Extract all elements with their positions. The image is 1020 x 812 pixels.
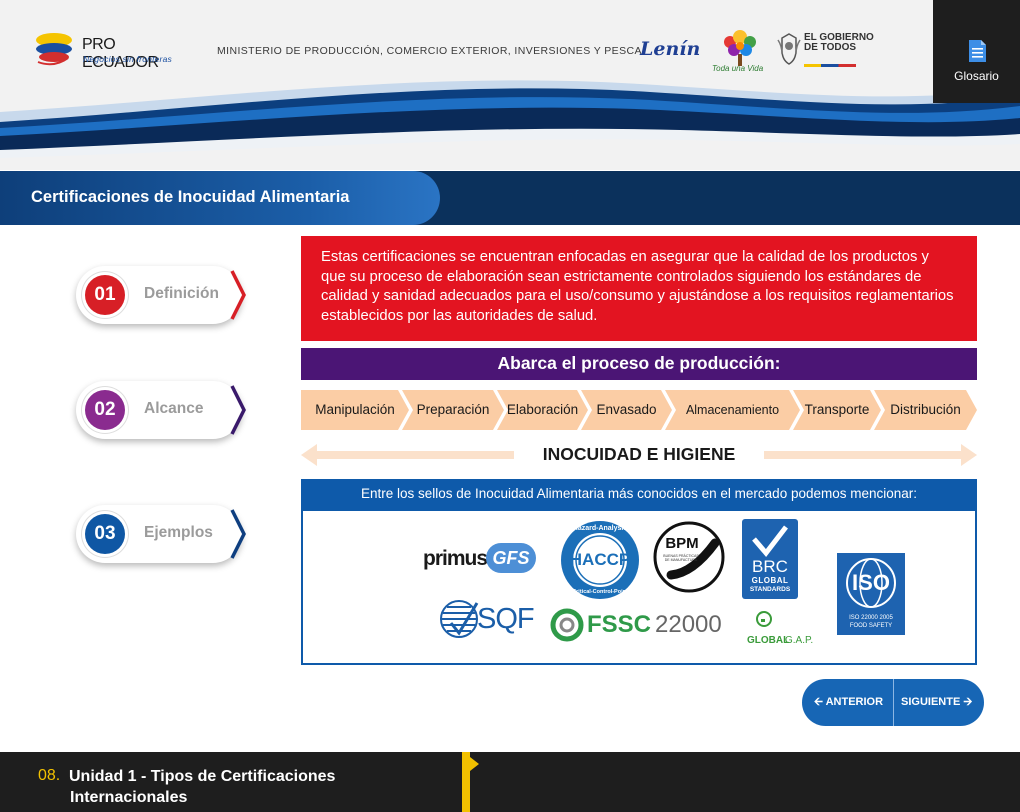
brc-text: BRC [752,557,788,576]
nav-number: 03 [85,514,125,554]
globalgap-text: GLOBAL [747,635,790,646]
proecuador-logo: PRO ECUADOR Negocios sin fronteras [34,26,194,72]
nav-number-circle: 01 [81,271,129,319]
proecuador-globe-icon [36,33,72,66]
nav-label: Alcance [144,400,204,417]
process-step: Preparación [402,390,504,430]
nav-number: 02 [85,390,125,430]
nav-label: Definición [144,285,219,302]
nav-number: 01 [85,275,125,315]
chevron-right-icon [230,270,246,320]
next-label: SIGUIENTE [901,696,961,708]
definition-box: Estas certificaciones se encuentran enfo… [301,236,977,341]
iso-subtext: ISO 22000 2005 [849,615,893,621]
haccp-ring-top: Hazard-Analysis [572,525,628,532]
pagination-controls: 🡨 ANTERIOR SIGUIENTE 🡪 [802,679,984,726]
chevron-right-icon [230,385,246,435]
gobierno-text: EL GOBIERNO DE TODOS [804,32,874,53]
brc-seal: BRC GLOBAL STANDARDS [742,519,798,599]
gobierno-logo: EL GOBIERNO DE TODOS [776,32,874,72]
globalgap-logo: GLOBAL G.A.P. [747,611,825,651]
next-button[interactable]: SIGUIENTE 🡪 [894,679,984,726]
progress-flag-icon [470,757,479,771]
toda-una-vida-tree-icon [724,30,756,66]
nav-item-definicion[interactable]: 01 Definición [76,266,248,324]
bpm-seal: BPM BUENAS PRÁCTICAS DE MANUFACTURA [653,521,725,593]
seals-panel: primus GFS Hazard-Analysis HACCP Critica… [301,509,977,665]
haccp-ring-icon [561,521,639,599]
footer-bar: 08. Unidad 1 - Tipos de Certificaciones … [0,752,1020,812]
process-step: Elaboración [497,390,588,430]
process-step: Manipulación [301,390,409,430]
gfs-badge: GFS [486,543,536,573]
globalgap-gap: G.A.P. [785,635,814,646]
brc-standards: STANDARDS [749,586,791,593]
previous-label: ANTERIOR [825,696,884,708]
iso-seal: ISO ISO 22000 2005 FOOD SAFETY [837,553,905,635]
page-title: Certificaciones de Inocuidad Alimentaria [31,188,350,206]
glossary-button[interactable]: Glosario [933,0,1020,103]
bpm-text: BPM [665,535,699,552]
section-title-pill: Certificaciones de Inocuidad Alimentaria [0,171,440,225]
brc-tick-icon [742,519,798,599]
haccp-ring-bottom: Critical-Control-Point [572,589,628,595]
primus-gfs-logo: primus GFS [423,535,543,579]
arrow-left-icon: 🡨 [814,696,826,708]
process-step: Transporte [793,390,881,430]
brc-global: GLOBAL [751,576,789,585]
pagination-divider [893,679,894,726]
chevron-right-icon [230,509,246,559]
nav-item-ejemplos[interactable]: 03 Ejemplos [76,505,248,563]
fssc-ring-icon [550,608,584,642]
iso-globe-icon [837,553,905,635]
unit-number: 08. [38,767,61,784]
process-step: Almacenamiento [665,390,800,430]
process-chain: Manipulación Preparación Elaboración Env… [301,390,977,430]
proecuador-tagline: Negocios sin fronteras [83,54,172,64]
sqf-globe-icon [440,600,479,638]
glossary-label: Glosario [954,69,999,83]
proecuador-name: PRO ECUADOR [82,36,159,71]
unit-title-line2: Internacionales [70,789,188,806]
progress-marker [462,752,470,812]
lenin-signature: Lenín [640,38,701,60]
seals-intro: Entre los sellos de Inocuidad Alimentari… [301,479,977,509]
document-icon [969,40,986,62]
arrow-right-icon: 🡪 [960,696,973,708]
ecuador-shield-icon [777,33,801,65]
section-title-bar: Certificaciones de Inocuidad Alimentaria [0,171,1020,225]
header-banner: PRO ECUADOR Negocios sin fronteras MINIS… [0,0,1020,170]
fssc-text: FSSC [587,611,652,638]
unit-title-line1: Unidad 1 - Tipos de Certificaciones [69,768,336,785]
process-title: Abarca el proceso de producción: [301,348,977,380]
iso-food-safety: FOOD SAFETY [849,623,893,629]
process-step: Envasado [581,390,672,430]
nav-label: Ejemplos [144,524,213,541]
unit-title: Unidad 1 - Tipos de Certificaciones Inte… [69,766,399,808]
bpm-check-icon [653,521,725,593]
previous-button[interactable]: 🡨 ANTERIOR [802,679,893,726]
primus-text: primus [423,547,488,570]
globalgap-leaf-icon [756,611,772,627]
ministry-name: MINISTERIO DE PRODUCCIÓN, COMERCIO EXTER… [217,45,642,57]
sqf-logo: SQF [437,597,541,643]
fssc-number: 22000 [655,611,722,638]
fssc-22000-logo: FSSC 22000 [550,607,740,643]
toda-una-vida-caption: Toda una Vida [712,64,764,73]
iso-text: ISO [852,570,890,595]
gobierno-color-line [804,64,856,67]
process-step: Distribución [874,390,977,430]
haccp-text: HACCP [569,550,631,569]
nav-number-circle: 03 [81,510,129,558]
nav-number-circle: 02 [81,386,129,434]
bpm-subtext: BUENAS PRÁCTICAS DE MANUFACTURA [663,554,699,562]
sqf-text: SQF [477,603,535,635]
inocuidad-label: INOCUIDAD E HIGIENE [514,439,764,471]
header-wave-decoration [0,80,1020,170]
nav-item-alcance[interactable]: 02 Alcance [76,381,248,439]
haccp-seal: Hazard-Analysis HACCP Critical-Control-P… [559,519,641,601]
